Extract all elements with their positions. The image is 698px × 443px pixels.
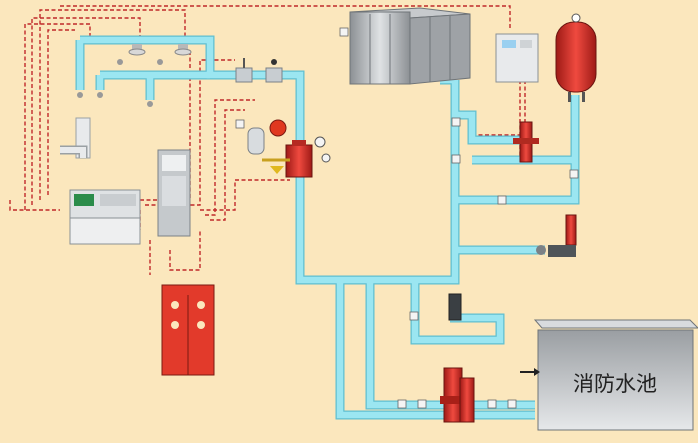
fire-pump-control-cabinet: [161, 284, 215, 376]
fire-water-pool: [520, 319, 698, 431]
elevated-water-tank: [349, 7, 471, 85]
fire-alarm-console: [69, 189, 141, 245]
flow-meter-icon: [448, 293, 462, 321]
stabilizer-pump-icon: [513, 121, 539, 163]
fire-pool-label: 消防水池: [573, 372, 657, 396]
valve-markers: [235, 27, 579, 409]
main-fire-pump-icon: [459, 377, 475, 423]
gate-valve-icon: [265, 59, 283, 83]
pressure-tank: [555, 13, 597, 102]
sprinkler-heads: [77, 44, 192, 107]
pressure-control-panel: [495, 33, 539, 83]
test-drain-pipe: [60, 117, 91, 159]
sprinkler-head-icon: [128, 44, 146, 56]
gate-valve-icon: [235, 58, 253, 83]
pipe-network: [75, 35, 580, 420]
pump-adapter: [536, 214, 577, 257]
control-cabinet: [157, 149, 191, 237]
fire-pump-cabinet-label: [177, 286, 207, 294]
sprinkler-head-icon: [77, 59, 163, 107]
sprinkler-head-icon: [174, 44, 192, 56]
alarm-valve-group: [247, 119, 331, 178]
